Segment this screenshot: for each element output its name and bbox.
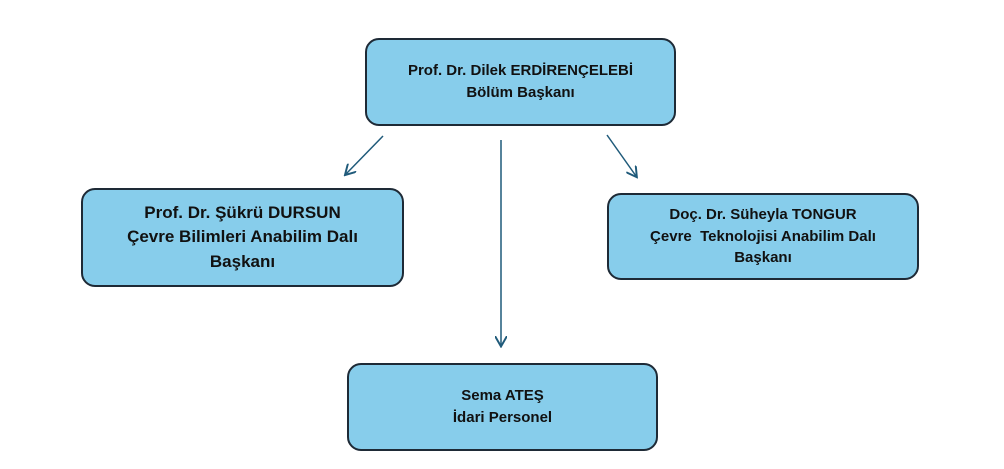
node-department-head: Prof. Dr. Dilek ERDİRENÇELEBİ Bölüm Başk…: [365, 38, 676, 126]
node-environmental-technology-head: Doç. Dr. Süheyla TONGUR Çevre Teknolojis…: [607, 193, 919, 280]
node-administrative-staff: Sema ATEŞ İdari Personel: [347, 363, 658, 451]
node-role: Başkanı: [734, 249, 792, 267]
node-role: Çevre Teknolojisi Anabilim Dalı: [650, 227, 876, 245]
arrow-to-left: [346, 135, 384, 174]
node-name: Doç. Dr. Süheyla TONGUR: [669, 205, 857, 223]
node-name: Prof. Dr. Şükrü DURSUN: [144, 202, 341, 222]
node-name: Prof. Dr. Dilek ERDİRENÇELEBİ: [407, 62, 634, 80]
node-name: Sema ATEŞ: [461, 387, 544, 405]
node-role: Başkanı: [209, 251, 276, 271]
node-role: Bölüm Başkanı: [466, 84, 575, 101]
arrow-to-right: [606, 134, 636, 176]
node-role: Çevre Bilimleri Anabilim Dalı: [127, 227, 358, 247]
node-role: İdari Personel: [452, 409, 553, 426]
node-environmental-sciences-head: Prof. Dr. Şükrü DURSUN Çevre Bilimleri A…: [81, 188, 404, 287]
